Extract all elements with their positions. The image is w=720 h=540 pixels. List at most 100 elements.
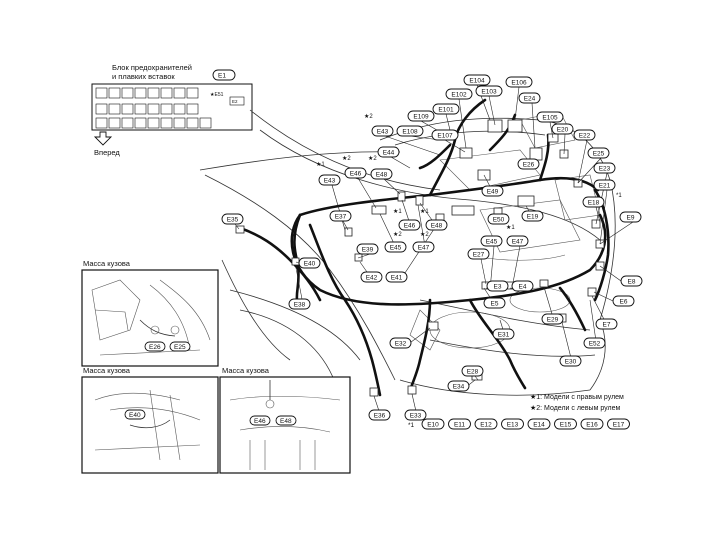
connector-label-pill xyxy=(368,409,391,421)
star-mark: ★2 xyxy=(393,231,402,238)
connector-label: E25 xyxy=(593,150,605,157)
fuse-cell xyxy=(199,117,212,129)
fuse-cell xyxy=(108,87,121,99)
connector-label: E47 xyxy=(512,238,524,245)
leader-line xyxy=(488,95,496,126)
fuse-block-title-line1: Блок предохранителей xyxy=(112,63,192,72)
fuse-cell xyxy=(160,117,173,129)
connector-label-pill xyxy=(318,174,341,186)
bottom-connector-label: E13 xyxy=(507,421,519,428)
bottom-row-note-mark: *1 xyxy=(408,422,415,429)
connector-label: E52 xyxy=(589,340,601,347)
connector-label: E23 xyxy=(599,165,611,172)
leader-line xyxy=(599,265,622,282)
inset-body-ground-2: Масса кузова E40 xyxy=(81,366,219,474)
connector-label-pill xyxy=(593,179,616,191)
connector-label: E5 xyxy=(491,300,499,307)
connector-label-pill xyxy=(551,123,574,135)
connector-label-pill xyxy=(612,295,635,307)
connector-label: E26 xyxy=(523,161,535,168)
leader-line xyxy=(595,206,601,223)
bottom-connector-label: E11 xyxy=(454,421,465,428)
connector-label: E104 xyxy=(469,77,485,84)
bottom-connector-pill xyxy=(607,418,630,430)
fuse-cell xyxy=(95,117,108,129)
fuse-cell xyxy=(173,117,186,129)
legend-right-hand-drive: ★1: Модели с правым рулем xyxy=(530,393,624,401)
connector-label-pill xyxy=(481,185,504,197)
fuse-block-connector: E1 xyxy=(218,73,226,80)
connector-label: E42 xyxy=(366,274,378,281)
fuse-cell xyxy=(121,103,134,115)
bottom-connector-pill xyxy=(527,418,551,430)
bottom-connector-pill xyxy=(501,418,524,430)
connector-label: E32 xyxy=(395,340,407,347)
connector-label-pill xyxy=(573,129,596,141)
connector-label: E103 xyxy=(481,88,497,95)
connector-label: E9 xyxy=(627,214,635,221)
inset-1-title: Масса кузова xyxy=(83,259,131,268)
connector-label: E45 xyxy=(486,238,498,245)
connector-label: E41 xyxy=(391,274,403,281)
connector-label: E28 xyxy=(467,368,479,375)
connector-label-pill xyxy=(541,313,564,325)
connector-label: E43 xyxy=(324,177,336,184)
connector-label-pill xyxy=(356,243,379,255)
connector-label: E18 xyxy=(588,199,600,206)
leader-line xyxy=(357,177,377,209)
leader-line xyxy=(295,267,303,300)
connector-label-pill xyxy=(582,196,605,208)
inset-3-label-a: E46 xyxy=(254,418,266,425)
connector-label-pill xyxy=(467,248,490,260)
fuse-cell xyxy=(186,103,199,115)
connector-label-pill xyxy=(412,241,435,253)
connector-label: E48 xyxy=(431,222,443,229)
fuse-marker-right-box xyxy=(229,96,245,106)
inset-2-label-a: E40 xyxy=(129,412,141,419)
connector-label-pill xyxy=(432,103,460,115)
fuse-cell xyxy=(160,87,173,99)
connector-label: E49 xyxy=(487,188,499,195)
connector-label-pill xyxy=(463,74,491,86)
connector-label-pill xyxy=(517,158,540,170)
connector-label-pill xyxy=(587,147,610,159)
connector-label: E36 xyxy=(374,412,386,419)
connector-label-pill xyxy=(377,146,400,158)
connector-label: E21 xyxy=(599,182,611,189)
connector-label: E29 xyxy=(547,316,559,323)
fuse-marker-right: E2 xyxy=(232,99,238,104)
fuse-cell xyxy=(134,117,147,129)
connector-label-pill xyxy=(593,162,616,174)
connector-label: E47 xyxy=(418,244,430,251)
fuse-cell xyxy=(95,87,108,99)
star-mark: ★1 xyxy=(316,161,325,168)
leader-line xyxy=(599,221,634,245)
fuse-cell xyxy=(121,117,134,129)
forward-arrow-icon xyxy=(93,131,113,146)
bottom-connector-pill xyxy=(421,418,445,430)
connector-label: E44 xyxy=(383,149,395,156)
forward-indicator: Вперед xyxy=(93,131,120,157)
connector-label-pill xyxy=(404,409,427,421)
connector-label: E38 xyxy=(294,301,306,308)
leader-line xyxy=(514,86,520,121)
connector-label: E105 xyxy=(542,114,558,121)
fuse-cell xyxy=(173,103,186,115)
leader-line xyxy=(511,245,521,289)
bottom-connector-label: E16 xyxy=(586,421,598,428)
connector-label: E30 xyxy=(565,358,577,365)
connector-label-pill xyxy=(487,213,510,225)
connector-label-pill xyxy=(518,92,541,104)
leader-line xyxy=(458,98,467,149)
connector-label: E35 xyxy=(227,216,239,223)
leader-line xyxy=(599,189,608,245)
fuse-cell xyxy=(173,87,186,99)
connector-label-pill xyxy=(396,125,424,137)
connector-label: E22 xyxy=(579,132,591,139)
bottom-connector-pill xyxy=(474,418,498,430)
leader-line xyxy=(384,135,441,156)
connector-label: E48 xyxy=(376,171,388,178)
bottom-connector-label: E14 xyxy=(533,421,545,428)
